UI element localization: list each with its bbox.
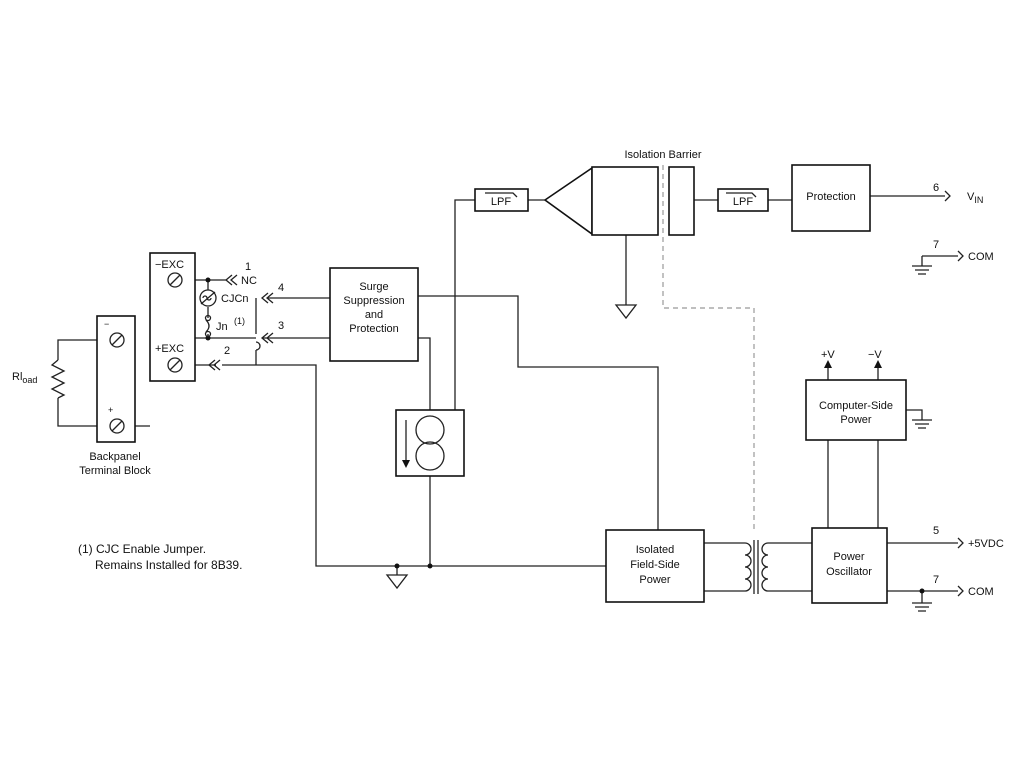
jn-note-ref: (1) [234,316,245,326]
pin3-label: 3 [278,320,284,332]
ground-symbols [385,265,932,612]
pin1-label: 1 [245,261,251,273]
power-oscillator-block: Power Oscillator [811,527,888,604]
plus5vdc-label: +5VDC [968,538,1004,550]
lpf-output-block: LPF [717,188,769,212]
lpf-input-block: LPF [474,188,529,212]
current-source-block [395,409,465,477]
surge-line3: and [365,309,383,321]
computer-side-power-block: Computer-Side Power +V −V [805,349,907,441]
oscillator-line1: Power [833,551,865,563]
connector-chevrons: NC 1 4 3 2 [207,261,284,371]
minus-v-label: −V [868,349,882,361]
pin5-label: 5 [933,525,939,537]
field-power-line2: Field-Side [630,559,680,571]
isolation-amplifier [543,166,695,236]
lpf-input-label: LPF [491,196,511,208]
pin4-label: 4 [278,282,284,294]
jn-label: Jn [216,321,228,333]
protection-block: Protection [791,164,871,232]
pin2-label: 2 [224,345,230,357]
nc-label: NC [241,275,257,287]
jn-jumper: Jn (1) [204,314,245,338]
tb-minus-label: − [104,319,109,329]
exc-terminal-block: −EXC +EXC [149,252,211,382]
surge-line4: Protection [349,323,399,335]
rload-resistor: Rload [12,359,66,399]
computer-power-line1: Computer-Side [819,400,893,412]
isolation-barrier-label: Isolation Barrier [624,149,701,161]
backpanel-label-line1: Backpanel [89,451,140,463]
footnote-line1: (1) CJC Enable Jumper. [78,542,206,556]
vin-label: VIN [967,191,983,205]
field-power-line1: Isolated [636,544,675,556]
com-bottom-terminal: 7 COM [933,574,994,598]
surge-suppression-block: Surge Suppression and Protection [329,267,419,362]
field-power-line3: Power [639,574,671,586]
rload-label: Rload [12,371,37,385]
cjc-thermistor: CJCn [199,289,249,307]
transformer [744,540,769,594]
surge-line2: Suppression [343,295,404,307]
plus-v-label: +V [821,349,835,361]
com-bottom-label: COM [968,586,994,598]
backpanel-terminal-block: − + Backpanel Terminal Block [79,315,151,477]
computer-power-line2: Power [840,414,872,426]
com-top-label: COM [968,251,994,263]
plus5vdc-terminal: 5 +5VDC [933,525,1004,550]
exc-pos-label: +EXC [155,343,184,355]
footnote-line2: Remains Installed for 8B39. [95,558,242,572]
exc-neg-label: −EXC [155,259,184,271]
vin-terminal: 6 VIN [933,182,983,205]
pin7-top-label: 7 [933,239,939,251]
footnote: (1) CJC Enable Jumper. Remains Installed… [78,542,242,572]
lpf-output-label: LPF [733,196,753,208]
tb-plus-label: + [108,405,113,415]
surge-line1: Surge [359,281,388,293]
field-side-power-block: Isolated Field-Side Power [605,529,705,603]
cjcn-label: CJCn [221,293,249,305]
oscillator-line2: Oscillator [826,566,872,578]
com-top-terminal: 7 COM [933,239,994,263]
protection-label: Protection [806,191,856,203]
pin7-bottom-label: 7 [933,574,939,586]
pin6-label: 6 [933,182,939,194]
backpanel-label-line2: Terminal Block [79,465,151,477]
